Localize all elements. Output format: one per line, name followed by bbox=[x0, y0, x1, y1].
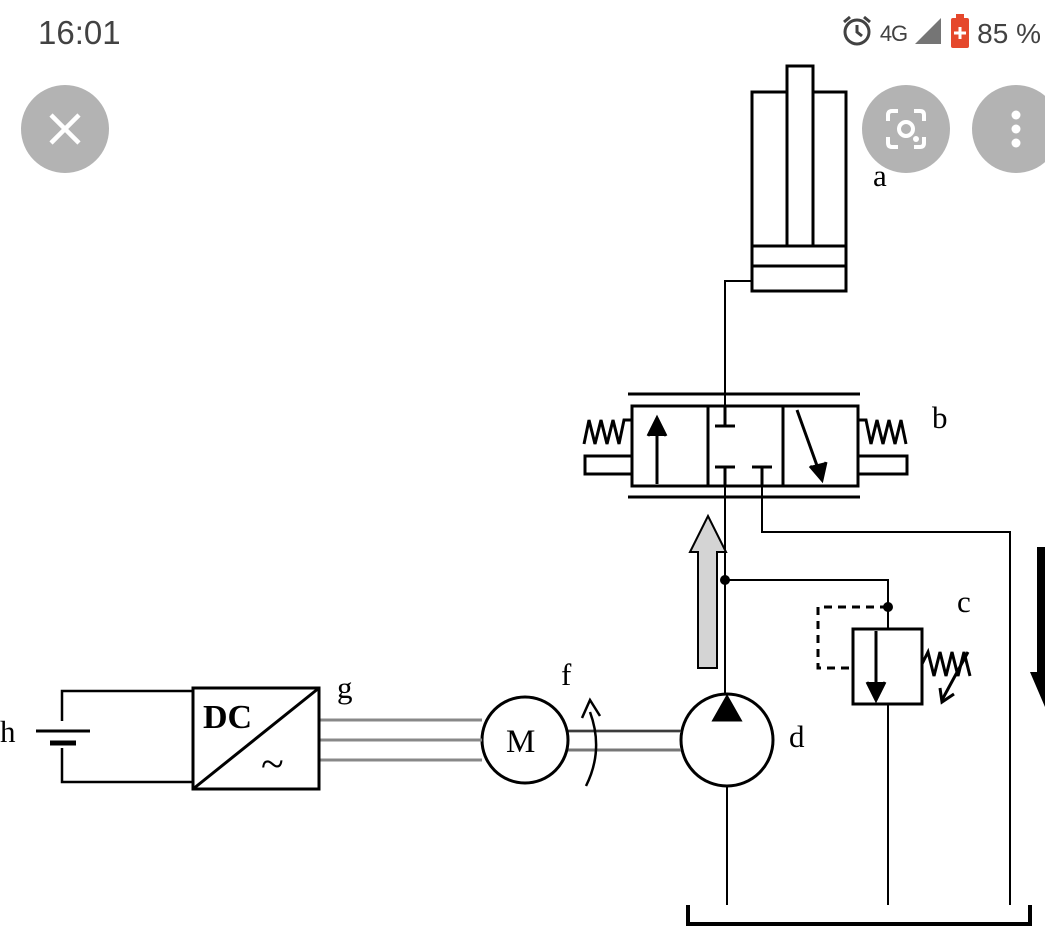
dc-ac-inverter bbox=[191, 686, 321, 791]
drive-shaft bbox=[566, 729, 681, 752]
converter-dc-label: DC bbox=[203, 699, 252, 736]
converter-ac-symbol: ~ bbox=[261, 742, 284, 788]
more-options-button[interactable] bbox=[972, 85, 1045, 173]
hydraulic-pump bbox=[679, 690, 775, 905]
motor-label: M bbox=[506, 724, 535, 760]
battery bbox=[36, 689, 193, 784]
three-phase-lines bbox=[320, 718, 482, 762]
network-type: 4G bbox=[879, 21, 908, 46]
directional-valve bbox=[582, 392, 909, 499]
lens-search-icon bbox=[886, 109, 926, 149]
alarm-icon bbox=[840, 14, 874, 55]
label-c: c bbox=[957, 584, 971, 619]
label-h: h bbox=[0, 714, 16, 749]
clock: 16:01 bbox=[38, 14, 121, 51]
battery-icon bbox=[949, 13, 971, 56]
hydraulic-cylinder bbox=[724, 64, 848, 405]
status-bar: 16:01 4G 85 % bbox=[0, 0, 1045, 66]
more-vert-icon bbox=[1011, 110, 1021, 148]
tank bbox=[686, 905, 1032, 926]
battery-percent: 85 % bbox=[977, 18, 1041, 49]
close-button[interactable] bbox=[21, 85, 109, 173]
status-icons: 4G 85 % bbox=[840, 13, 1041, 56]
label-g: g bbox=[337, 670, 353, 705]
pressure-relief-valve bbox=[816, 605, 972, 905]
close-icon bbox=[49, 113, 81, 145]
flow-direction-arrow bbox=[688, 513, 728, 669]
lens-search-button[interactable] bbox=[862, 85, 950, 173]
label-b: b bbox=[932, 400, 948, 435]
label-d: d bbox=[789, 719, 805, 754]
label-f: f bbox=[561, 657, 572, 692]
signal-icon bbox=[913, 16, 943, 53]
load-direction-arrow bbox=[1030, 547, 1045, 707]
